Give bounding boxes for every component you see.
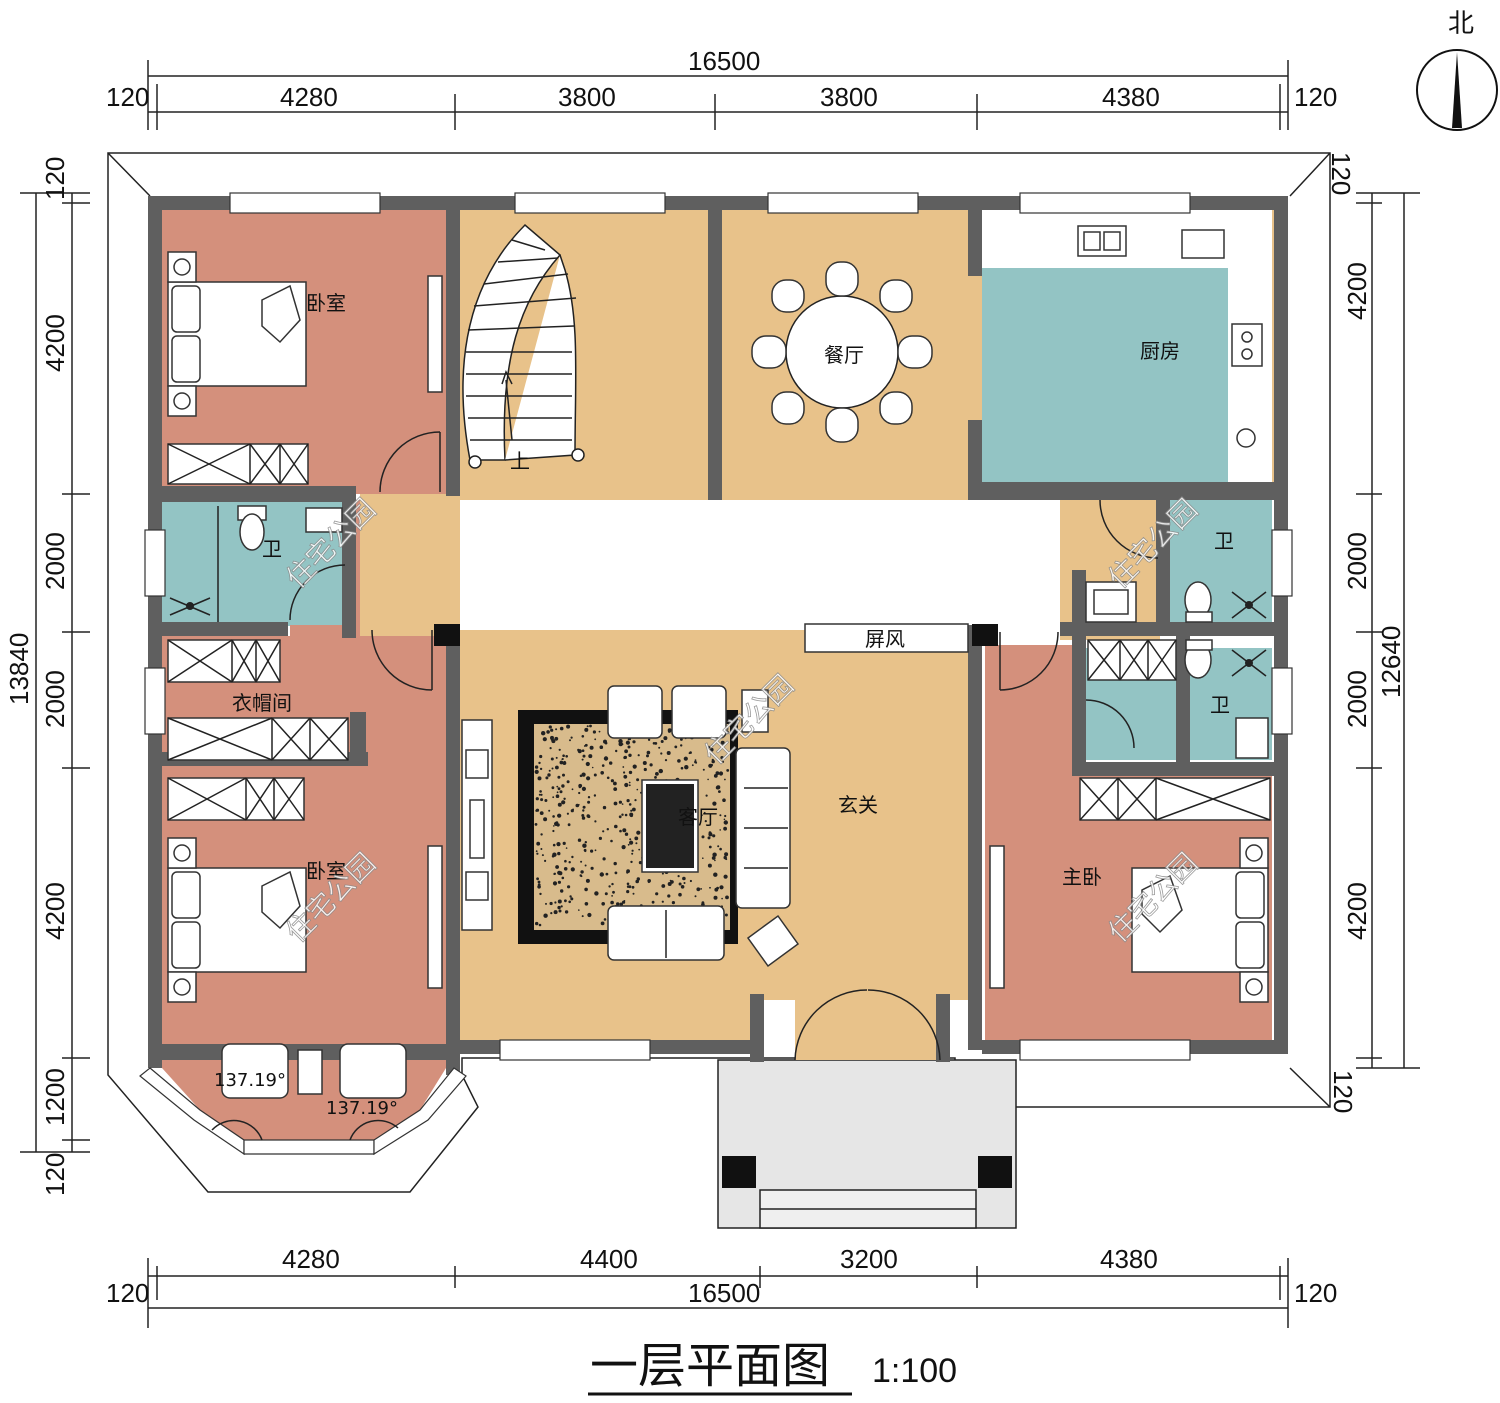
bay-angle-right: 137.19° (326, 1098, 398, 1119)
dim-bottom-seg-1: 4280 (282, 1244, 340, 1274)
north-compass: 北 (1416, 8, 1498, 131)
dim-right-top-wall: 120 (1326, 152, 1356, 195)
dim-left-bottom-wall: 120 (40, 1153, 70, 1196)
bedroom2-furniture (167, 837, 443, 1099)
dim-bottom-left-wall: 120 (106, 1278, 149, 1308)
dim-right-seg-4: 4200 (1342, 882, 1372, 940)
room-label-bath-right1: 卫 (1214, 529, 1234, 553)
drawing-title: 一层平面图 1:100 (588, 1338, 957, 1396)
dim-top-seg-2: 3800 (558, 82, 616, 112)
closet-cabinets (167, 639, 349, 821)
room-label-bath-left: 卫 (262, 537, 282, 561)
dim-top-seg-4: 4380 (1102, 82, 1160, 112)
bath-left-fixtures (169, 505, 343, 622)
dim-top-right-wall: 120 (1294, 82, 1337, 112)
compass-north-label: 北 (1448, 8, 1474, 38)
right-dimensions: 120 4200 2000 2000 4200 12640 120 (1326, 152, 1420, 1113)
bay-angle-left: 137.19° (214, 1070, 286, 1091)
dim-bottom-total: 16500 (688, 1278, 760, 1308)
stair-up-label: 上 (510, 449, 530, 473)
dim-bottom-seg-3: 3200 (840, 1244, 898, 1274)
dim-left-total: 13840 (4, 633, 34, 705)
room-label-bedroom1: 卧室 (306, 291, 346, 315)
dim-top-seg-3: 3800 (820, 82, 878, 112)
dim-left-seg-5: 1200 (40, 1068, 70, 1126)
porch-column-left (722, 1156, 756, 1188)
dim-left-seg-2: 2000 (40, 532, 70, 590)
dim-bottom-right-wall: 120 (1294, 1278, 1337, 1308)
porch-column-right (978, 1156, 1012, 1188)
living-furniture (461, 685, 800, 968)
room-label-closet: 衣帽间 (232, 691, 292, 715)
dim-left-seg-1: 4200 (40, 314, 70, 372)
room-label-bath-right2: 卫 (1210, 693, 1230, 717)
dim-bottom-seg-4: 4380 (1100, 1244, 1158, 1274)
room-label-master: 主卧 (1062, 865, 1102, 889)
dim-right-seg-2: 2000 (1342, 532, 1372, 590)
room-label-dining: 餐厅 (824, 343, 864, 367)
room-labels: 卧室 卫 衣帽间 卧室 餐厅 厨房 客厅 玄关 卫 卫 主卧 137.19° 1… (214, 291, 1234, 1119)
dim-right-total: 12640 (1376, 626, 1406, 698)
dim-top-left-wall: 120 (106, 82, 149, 112)
dim-top-total: 16500 (688, 46, 760, 76)
front-porch (717, 1059, 1017, 1229)
room-label-bedroom2: 卧室 (306, 859, 346, 883)
screen-partition: 屏风 (804, 623, 969, 653)
top-dimensions: 16500 120 120 4280 3800 3800 4380 (106, 46, 1337, 130)
dim-left-seg-3: 2000 (40, 670, 70, 728)
doors (211, 431, 1159, 1141)
bedroom1-furniture (167, 251, 443, 485)
room-label-living: 客厅 (678, 805, 718, 829)
kitchen-fixtures (1077, 225, 1263, 448)
windows (139, 192, 1293, 1156)
bottom-dimensions: 4280 4400 3200 4380 16500 120 120 (106, 1244, 1337, 1328)
room-label-kitchen: 厨房 (1140, 339, 1180, 363)
dim-right-seg-1: 4200 (1342, 262, 1372, 320)
staircase: 上 (462, 223, 585, 473)
bath-right-fixtures (1085, 581, 1269, 759)
dim-right-bottom-wall: 120 (1328, 1070, 1358, 1113)
dim-right-seg-3: 2000 (1342, 670, 1372, 728)
room-label-foyer: 玄关 (838, 793, 878, 817)
master-furniture (989, 777, 1271, 1003)
left-dimensions: 13840 120 4200 2000 2000 4200 1200 120 (4, 157, 90, 1196)
dim-left-seg-4: 4200 (40, 882, 70, 940)
dim-bottom-seg-2: 4400 (580, 1244, 638, 1274)
title-text: 一层平面图 (590, 1338, 830, 1394)
title-scale: 1:100 (872, 1352, 957, 1390)
walls (148, 196, 1288, 1075)
dim-left-top-wall: 120 (40, 157, 70, 200)
dining-table (751, 261, 933, 443)
screen-label: 屏风 (865, 627, 905, 651)
dim-top-seg-1: 4280 (280, 82, 338, 112)
